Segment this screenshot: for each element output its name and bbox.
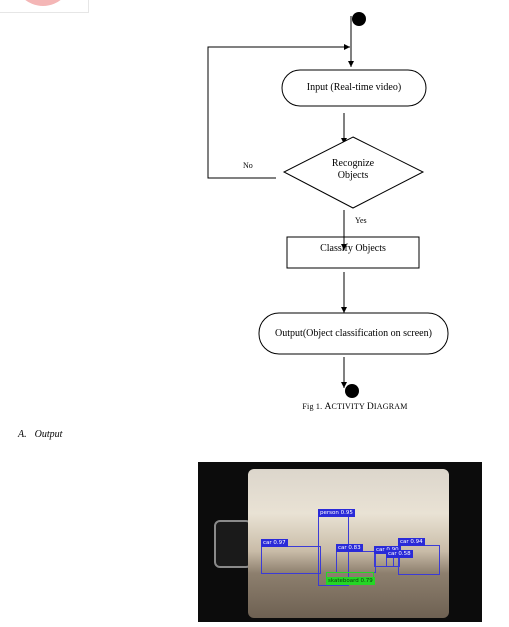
recognize-node-shape [282, 136, 425, 209]
section-heading: A. Output [18, 429, 62, 440]
detection-label: skateboard 0.79 [326, 577, 375, 585]
detection-car: car 0.83 [336, 544, 376, 573]
detection-car: car 0.97 [261, 539, 321, 574]
output-video-frame: person 0.95 car 0.97 car 0.83 car 0.94 c… [198, 462, 482, 622]
classify-node-shape [286, 236, 420, 269]
classify-node-label: Classify Objects [320, 242, 386, 254]
recognize-node-label: Recognize Objects [331, 158, 375, 181]
detection-label: car 0.94 [398, 538, 425, 546]
section-title: Output [34, 429, 63, 440]
input-node-label: Input (Real-time video) [306, 82, 402, 93]
logo-mark [14, 0, 72, 6]
detection-skateboard: skateboard 0.79 [326, 572, 375, 585]
street-scene: person 0.95 car 0.97 car 0.83 car 0.94 c… [248, 469, 449, 618]
logo [0, 0, 89, 13]
output-node-label: Output(Object classification on screen) [275, 327, 432, 339]
detection-label: car 0.58 [386, 550, 413, 558]
yes-edge-label: Yes [355, 216, 367, 225]
detection-label: person 0.95 [318, 509, 355, 517]
section-number: A. [18, 429, 27, 440]
figure-caption-prefix: Fig 1. [302, 402, 323, 411]
detection-label: car 0.83 [336, 544, 363, 552]
detection-car: car 0.94 [398, 538, 440, 575]
camera-overlay [214, 520, 252, 568]
input-node-shape [281, 69, 427, 107]
end-node [345, 384, 359, 398]
no-edge-label: No [243, 161, 253, 170]
detection-car: car 0.58 [386, 550, 413, 567]
figure-caption-text: ACTIVITY DIAGRAM [324, 402, 408, 412]
figure-caption: Fig 1. ACTIVITY DIAGRAM [240, 402, 470, 412]
start-node [352, 12, 366, 26]
detection-label: car 0.97 [261, 539, 288, 547]
edge-no-loop [207, 44, 350, 179]
output-node-shape [258, 312, 449, 355]
